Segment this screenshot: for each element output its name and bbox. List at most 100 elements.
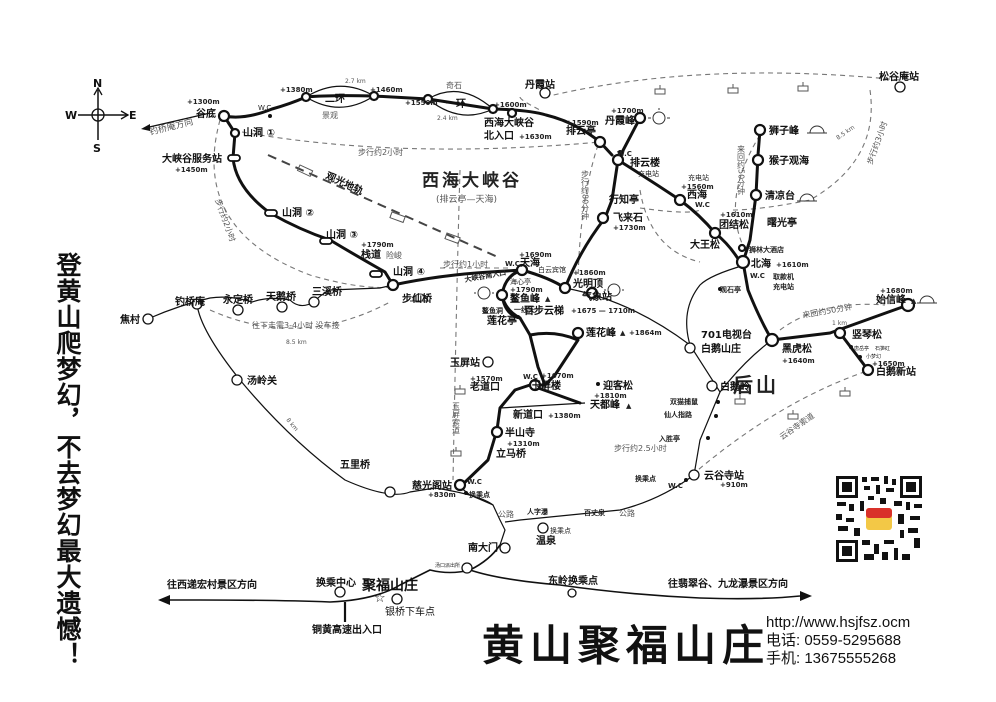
haixinting-elev: +1790m — [510, 286, 543, 294]
place-shuqinsong: 竖琴松 — [852, 328, 882, 341]
return-50min-label: 来回约50分钟 — [737, 145, 746, 196]
place-tangkou-police: 汤口派出所 — [435, 562, 460, 569]
beihai-elev: +1610m — [776, 261, 809, 269]
place-danxia-station: 丹霞站 — [525, 78, 555, 91]
place-wuliqiao: 五里桥 — [340, 458, 371, 471]
place-banshansi: 半山寺 — [505, 426, 535, 439]
place-heihusong: 黑虎松 — [782, 342, 812, 355]
yungusi-elev: +910m — [720, 481, 748, 489]
guangmingding-elev: +1860m — [573, 269, 606, 277]
place-nandamen: 南大门 — [468, 541, 498, 554]
place-wenquan: 温泉 — [536, 534, 557, 547]
walk-2h-label: 步行约2小时 — [358, 147, 403, 157]
xindaokou-elev: +1380m — [548, 412, 581, 420]
wc-tianhai: W.C — [505, 260, 520, 268]
place-tianhai: 天海 — [520, 256, 540, 269]
dashed-routes — [209, 72, 901, 481]
place-qingliangtai: 清凉台 — [765, 189, 795, 202]
baie-new-elev: +1650m — [872, 360, 905, 368]
dist-8-5km-ne: 8.5 km — [835, 124, 856, 142]
compass-n: N — [93, 77, 102, 90]
place-tianeqiao: 天鹅桥 — [266, 290, 297, 303]
wc-beihai: W.C — [750, 272, 765, 280]
banshansi-elev: +1310m — [507, 440, 540, 448]
place-north-entrance: 北入口 — [484, 129, 514, 142]
xihai-charging: 充电站 — [688, 173, 709, 182]
place-dawangsong: 大王松 — [690, 238, 720, 251]
place-transfer-center: 换乘中心 — [316, 576, 356, 589]
laodaokou-elev: +1570m — [470, 375, 503, 383]
place-renzipu: 人字瀑 — [527, 507, 549, 516]
wc-xihai: W.C — [695, 201, 710, 209]
region-houshan: 后山 — [733, 373, 779, 397]
xihai-elev: +1560m — [681, 183, 714, 191]
place-erhuan: 二环 — [325, 93, 345, 105]
place-songgu-station: 松谷庵站 — [879, 70, 919, 83]
place-xiaomenghuan: 小梦幻 — [866, 353, 881, 360]
zhandao-elev: +1790m — [361, 241, 394, 249]
transfer-wenquan: 换乘点 — [550, 526, 571, 535]
qr-code-icon[interactable] — [834, 474, 924, 564]
place-haixinting: 海心亭 — [510, 277, 531, 286]
place-weather-station: 气象站 — [581, 290, 612, 303]
place-xianren: 仙人指路 — [664, 410, 693, 419]
place-tunnel-1: 山洞 ① — [243, 126, 275, 139]
sightseeing-rail-label: 观光地轨 — [324, 169, 366, 198]
place-limaqiao: 立马桥 — [496, 447, 527, 460]
wc-gudi: W.C — [258, 104, 271, 112]
place-xihai-north: 西海大峡谷 — [484, 116, 535, 129]
place-sanxiqiao: 三溪桥 — [312, 285, 343, 298]
walk-2h-left-label: 步行约2小时 — [213, 197, 238, 243]
place-houziguanhai: 猴子观海 — [769, 154, 809, 167]
place-shizifeng: 狮子峰 — [768, 124, 800, 137]
tuanjiesong-elev: +1610m — [720, 211, 753, 219]
place-tunnel-2: 山洞 ② — [282, 206, 314, 219]
place-yungusi-station: 云谷寺站 — [704, 469, 744, 482]
brand-title: 黄山聚福山庄 — [482, 621, 771, 670]
place-baieling: 白鹅岭 — [720, 380, 750, 393]
place-tunnel-4: 山洞 ④ — [393, 265, 425, 278]
peak-mark-shixin: ▲ — [911, 297, 917, 305]
place-buxianqiao: 步仙桥 — [402, 292, 433, 305]
erhuan-elev: +1380m — [280, 86, 313, 94]
place-danxia-peak: 丹霞峰 — [605, 114, 636, 127]
dist-1km: 1 km — [832, 320, 847, 327]
peak-mark-lianhua: ▲ — [620, 329, 626, 337]
place-tv-tower: 701电视台 — [701, 328, 752, 341]
place-laodaokou: 老道口 — [469, 380, 500, 393]
place-baie-new-station: 白鹅新站 — [876, 365, 916, 378]
place-guanshiting: 观石亭 — [720, 285, 741, 294]
bottom-road — [158, 544, 812, 622]
place-tanhaiting: 唐岳亭 — [854, 345, 869, 352]
zhandao-note: 险峻 — [386, 250, 402, 260]
canyon-service-elev: +1450m — [175, 166, 208, 174]
erhuan-east-elev: +1460m — [370, 86, 403, 94]
place-diaoqiaoan: 钓桥庵 — [175, 295, 206, 308]
place-canyon-south-entrance: 大峡谷南入口 — [464, 268, 507, 284]
place-yinqiao-stop: 银桥下车点 — [385, 605, 435, 618]
lianhuafeng-elev: +1864m — [629, 329, 662, 337]
yupinglou-elev: +1670m — [541, 372, 574, 380]
place-yupinglou: 玉屏楼 — [531, 379, 561, 392]
place-shilin-hotel: 狮林大酒店 — [748, 245, 784, 254]
website-link[interactable]: http://www.hsjfsz.ocm — [766, 614, 911, 631]
compass-s: S — [93, 142, 101, 155]
baibuyunti-elev: +1675 — 1710m — [571, 307, 635, 315]
place-baizhangquan: 百丈泉 — [584, 508, 606, 517]
sunrise-icons — [410, 108, 937, 304]
feicui-direction-label: 往翡翠谷、九龙瀑景区方向 — [668, 577, 788, 590]
yihuan-west-elev: +1550m — [405, 99, 438, 107]
cablecar-icons — [296, 82, 851, 457]
contact-block: http://www.hsjfsz.ocm 电话: 0559-5295688 手… — [766, 614, 910, 668]
compass-w: W — [65, 109, 77, 122]
gudi-elev: +1300m — [187, 98, 220, 106]
place-yingkesong: 迎客松 — [603, 379, 633, 392]
place-yuping-station: 玉屏站 — [450, 356, 480, 369]
region-xihai-canyon: 西海大峡谷 — [422, 170, 522, 191]
north-entrance-elev: +1630m — [519, 133, 552, 141]
place-feilaishi: 飞来石 — [613, 211, 643, 224]
place-tanglingguan: 汤岭关 — [247, 374, 277, 387]
walk-2-5h-label: 步行约2.5小时 — [614, 443, 667, 453]
dist-2-4km: 2.4 km — [437, 115, 458, 122]
